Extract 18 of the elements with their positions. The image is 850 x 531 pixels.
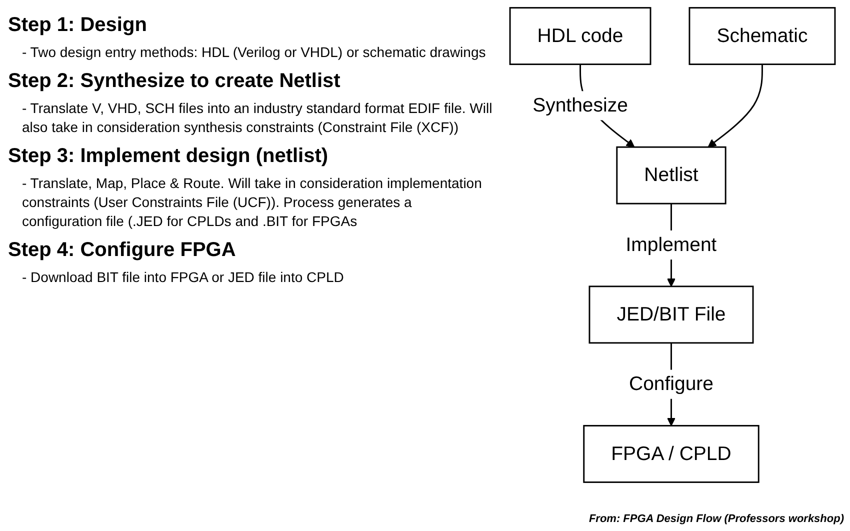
step-heading: Step 3: Implement design (netlist) [8,145,330,168]
step-description: - Download BIT file into FPGA or JED file into CPLD [22,268,345,287]
arrow [708,64,763,148]
step-description: - Translate V, VHD, SCH files into an industry standard format EDIF file. Will also take in consideration synthesis constraints (Constraint File (XCF)) [22,99,493,137]
caption: From: FPGA Design Flow (Professors workshop) [588,513,844,525]
step-heading: Step 2: Synthesize to create Netlist [8,70,342,93]
step-description: - Translate, Map, Place & Route. Will take in consideration implementation constraints (User Constraints File (UCF)). Process generates a configuration file (.JED for CPLDs and .BIT for FPGAs [22,174,483,231]
edge-label: Configure [629,374,714,396]
edge-label: Synthesize [532,94,628,116]
step-heading: Step 1: Design [8,14,148,37]
step-description: - Two design entry methods: HDL (Verilog or VHDL) or schematic drawings [22,43,487,62]
edge-label: Implement [626,234,717,256]
node-box: HDL code [509,7,652,66]
node-box: FPGA / CPLD [583,424,760,483]
node-box: Schematic [688,7,836,66]
node-box: JED/BIT File [588,286,754,344]
step-heading: Step 4: Configure FPGA [8,239,237,262]
node-box: Netlist [616,146,726,204]
